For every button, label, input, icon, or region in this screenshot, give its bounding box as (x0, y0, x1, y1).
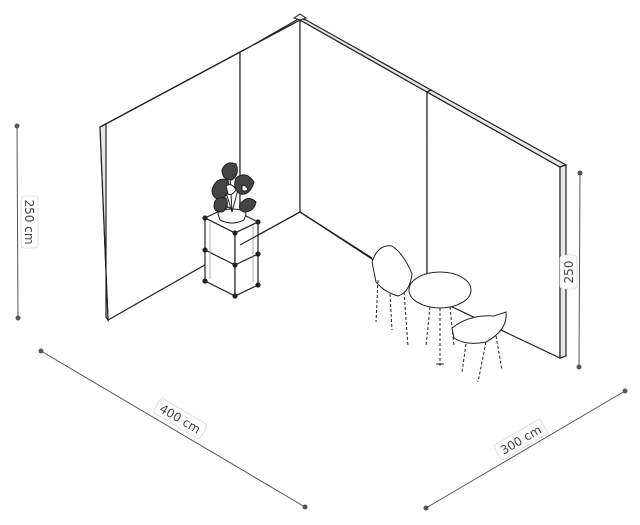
height-left-text: 250 cm (22, 199, 36, 244)
dimension-label-height-left: 250 cm (20, 195, 39, 249)
monstera-plant-icon (211, 162, 257, 224)
corner-cap (292, 13, 308, 21)
round-table-icon (408, 271, 472, 366)
height-right-text: 250 (562, 261, 576, 284)
floor-edges (239, 211, 373, 259)
dimension-label-depth-right: 300 cm (493, 419, 548, 460)
dimension-label-height-right: 250 (559, 254, 578, 290)
chair-icon (371, 245, 413, 347)
chair-icon-2 (451, 311, 507, 383)
dimension-lines (14, 123, 628, 511)
